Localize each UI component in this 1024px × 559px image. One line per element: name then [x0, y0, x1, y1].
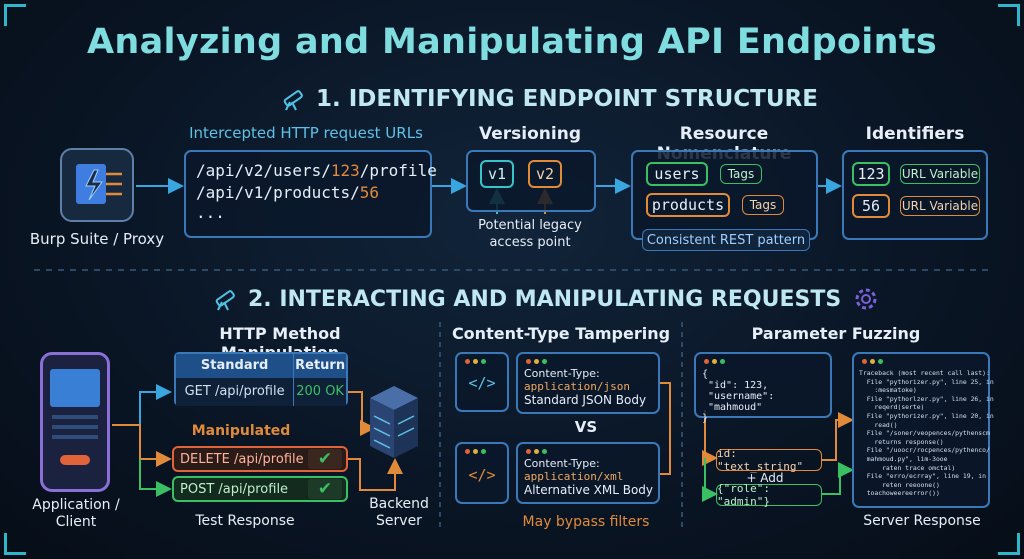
phone-icon [40, 352, 110, 492]
rest-pattern-note: Consistent REST pattern [642, 229, 810, 251]
versioning-title: Versioning [479, 124, 581, 144]
frame-corner-br [998, 533, 1020, 555]
section1-title: 1. IDENTIFYING ENDPOINT STRUCTURE [316, 86, 818, 112]
add-label: + Add [746, 471, 784, 485]
version-v1: v1 [480, 160, 514, 188]
section2-title: 2. INTERACTING AND MANIPULATING REQUESTS [248, 286, 842, 312]
trace-line: File "pythorizer.py", line 25, in [859, 377, 994, 386]
server-icon [368, 384, 420, 460]
resource-users: users [646, 162, 708, 186]
trace-line: File "/soner/veopences/pythenscm [859, 429, 990, 438]
server-response-box: Traceback (most recent call last): File … [852, 352, 994, 508]
code-icon-1: </> [455, 352, 509, 412]
urls-caption: Intercepted HTTP request URLs [189, 124, 423, 142]
version-v2: v2 [528, 160, 562, 188]
urls-box: /api/v2/users/123/profile /api/v1/produc… [184, 150, 437, 238]
telescope-icon [215, 290, 235, 311]
resource-products-tag: Tags [742, 195, 784, 215]
trace-line: File "/uoocr/rocpences/pythenco/ [859, 446, 990, 455]
proxy-label: Burp Suite / Proxy [29, 230, 165, 248]
trace-line: read() [859, 420, 898, 429]
col-standard: Standard [200, 358, 269, 373]
fuzz-role-admin: {"role": "admin"} [716, 482, 822, 508]
frame-corner-bl [4, 533, 26, 555]
bypass-note: May bypass filters [522, 514, 650, 530]
test-response-label: Test Response [195, 513, 295, 529]
identifier-123-tag: URL Variable [900, 164, 980, 184]
trace-line: reqerd(serte) [859, 403, 925, 412]
trace-line: returns response() [859, 437, 944, 446]
traceback-text: Traceback (most recent call last): File … [859, 369, 994, 498]
gear-icon [855, 288, 877, 310]
trace-line: reten reeoone() [859, 480, 940, 489]
backend-label: Backend Server [369, 496, 429, 529]
fuzzing-title: Parameter Fuzzing [751, 324, 921, 343]
check-icon: ✔ [308, 449, 342, 469]
trace-line: File "pythorizer.py", line 20, in [859, 411, 994, 420]
resource-products: products [646, 193, 730, 217]
content-type-title: Content-Type Tampering [451, 324, 671, 343]
fuzz-text-string: id: "text_string" [716, 447, 822, 473]
identifiers-title: Identifiers [865, 124, 965, 144]
url-line-2: /api/v1/products/56 [196, 183, 380, 202]
identifier-56: 56 [852, 194, 890, 218]
trace-line: File "pythorlzer.py", line 26, in [859, 394, 994, 403]
vs-label: VS [574, 418, 598, 436]
col-return: Return [293, 354, 346, 378]
proxy-icon [60, 148, 134, 222]
section2-heading: 2. INTERACTING AND MANIPULATING REQUESTS [212, 284, 881, 314]
trace-line: File "erro/ecrray", line 19, in [859, 472, 986, 481]
std-return: 200 OK [293, 378, 346, 406]
client-label: Application / Client [32, 497, 120, 530]
check-icon: ✔ [308, 479, 342, 499]
telescope-icon [283, 90, 303, 111]
section1-heading: 1. IDENTIFYING ENDPOINT STRUCTURE [280, 86, 818, 112]
manipulated-title: Manipulated [191, 423, 291, 439]
trace-line: raten trace omctal) [859, 463, 956, 472]
server-response-label: Server Response [863, 513, 981, 529]
frame-corner-tl [4, 4, 26, 26]
trace-line: toachoweereerror()) [859, 489, 940, 498]
identifier-56-tag: URL Variable [900, 196, 980, 216]
resource-users-tag: Tags [720, 164, 762, 184]
frame-corner-tr [998, 4, 1020, 26]
xml-request-box: Content-Type: application/xml Alternativ… [516, 442, 660, 504]
json-request-box: Content-Type: application/json Standard … [516, 352, 660, 414]
url-line-3: ... [196, 203, 225, 222]
code-icon-2: </> [455, 442, 509, 504]
trace-line: mahmoud.py", lim-3ooe [859, 454, 948, 463]
method-table: Standard Return GET /api/profile 200 OK [174, 352, 348, 406]
std-request: GET /api/profile [184, 384, 285, 399]
json-body-box: { "id": 123, "username": "mahmoud" } [694, 352, 832, 424]
trace-line: :mesmatoke) [859, 386, 917, 395]
identifier-123: 123 [852, 162, 890, 186]
url-line-1: /api/v2/users/123/profile [196, 161, 437, 180]
versioning-note: Potential legacy access point [478, 218, 582, 250]
trace-line: Traceback (most recent call last): [859, 369, 990, 377]
page-title: Analyzing and Manipulating API Endpoints [87, 22, 937, 62]
